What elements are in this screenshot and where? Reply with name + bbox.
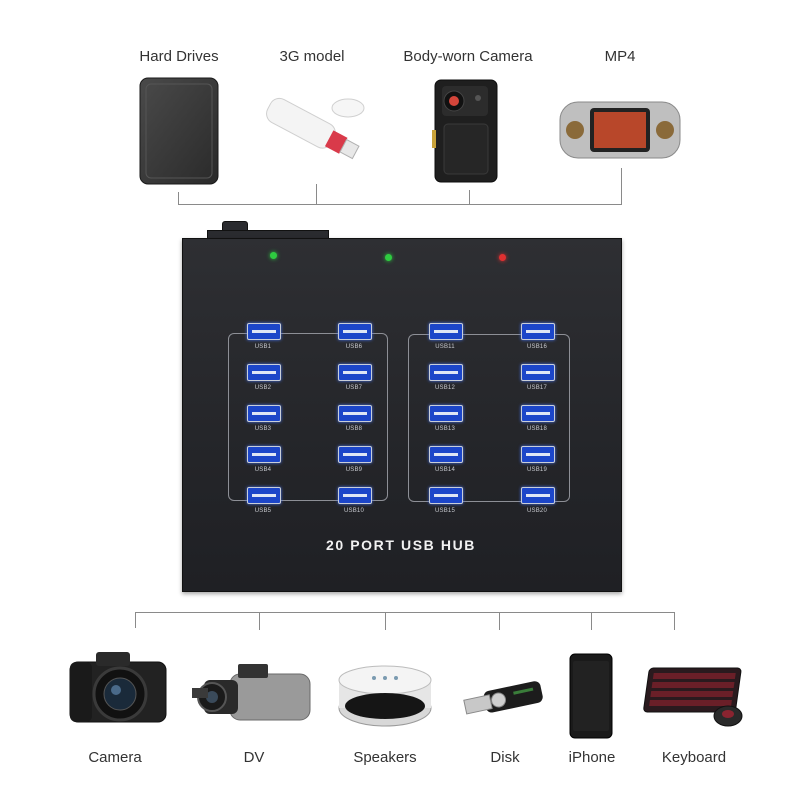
bottom-label-dv: DV — [243, 749, 265, 766]
port-group-left — [228, 333, 388, 501]
usb-port-5 — [247, 487, 281, 504]
usb-port-label: USB6 — [345, 344, 363, 350]
usb-port-label: USB4 — [254, 467, 272, 473]
usb-port-label: USB11 — [435, 344, 455, 350]
speaker-icon — [338, 665, 432, 727]
usb-port-label: USB18 — [526, 426, 547, 432]
top-label-mp4: MP4 — [604, 48, 636, 65]
usb-port-20 — [521, 487, 555, 504]
bottom-connector-stub — [135, 612, 136, 628]
usb-port-14 — [429, 446, 463, 463]
usb-port-label: USB15 — [434, 508, 455, 514]
usb-port-label: USB13 — [434, 426, 455, 432]
port-group-right — [408, 334, 570, 502]
usb-port-2 — [247, 364, 281, 381]
led-indicator-1 — [270, 252, 277, 259]
usb-port-label: USB20 — [526, 508, 547, 514]
top-connector-stub — [621, 168, 622, 205]
top-label-body-camera: Body-worn Camera — [403, 48, 533, 65]
usb-port-8 — [338, 405, 372, 422]
usb-port-4 — [247, 446, 281, 463]
usb-port-18 — [521, 405, 555, 422]
bottom-connector-stub — [259, 612, 260, 630]
usb-port-10 — [338, 487, 372, 504]
led-indicator-3 — [499, 254, 506, 261]
usb-port-16 — [521, 323, 555, 340]
hub-title: 20 PORT USB HUB — [325, 537, 477, 553]
usb-port-19 — [521, 446, 555, 463]
bottom-connector-stub — [674, 612, 675, 630]
usb-port-label: USB16 — [526, 344, 547, 350]
bottom-connector-bus — [135, 612, 675, 613]
usb-modem-icon — [266, 97, 365, 160]
bottom-connector-stub — [591, 612, 592, 630]
usb-port-label: USB2 — [254, 385, 272, 391]
usb-port-3 — [247, 405, 281, 422]
usb-port-label: USB14 — [434, 467, 455, 473]
usb-port-label: USB9 — [345, 467, 363, 473]
usb-port-1 — [247, 323, 281, 340]
top-label-hard-drives: Hard Drives — [139, 48, 219, 65]
bottom-label-iphone: iPhone — [568, 749, 616, 766]
top-connector-bus — [178, 204, 622, 205]
bottom-label-keyboard: Keyboard — [661, 749, 727, 766]
camera-icon — [69, 652, 167, 723]
bottom-label-speakers: Speakers — [353, 749, 417, 766]
usb-port-label: USB5 — [254, 508, 272, 514]
mp4-player-icon — [559, 101, 681, 159]
top-connector-stub — [178, 192, 179, 205]
usb-port-11 — [429, 323, 463, 340]
usb-port-label: USB7 — [345, 385, 363, 391]
bottom-label-camera: Camera — [88, 749, 142, 766]
usb-port-label: USB1 — [254, 344, 272, 350]
usb-port-7 — [338, 364, 372, 381]
bottom-connector-stub — [385, 612, 386, 630]
hard-drive-icon — [139, 77, 219, 185]
usb-port-label: USB8 — [345, 426, 363, 432]
usb-port-12 — [429, 364, 463, 381]
usb-port-label: USB10 — [343, 508, 364, 514]
keyboard-icon — [643, 667, 743, 727]
usb-port-label: USB12 — [434, 385, 455, 391]
top-label-3g-model: 3G model — [279, 48, 345, 65]
led-indicator-2 — [385, 254, 392, 261]
camcorder-icon — [192, 664, 311, 721]
usb-port-9 — [338, 446, 372, 463]
smartphone-icon — [569, 653, 613, 739]
usb-port-label: USB17 — [526, 385, 547, 391]
usb-port-label: USB19 — [526, 467, 547, 473]
body-camera-icon — [432, 79, 498, 183]
usb-port-13 — [429, 405, 463, 422]
usb-port-label: USB3 — [254, 426, 272, 432]
bottom-connector-stub — [499, 612, 500, 630]
bottom-label-disk: Disk — [490, 749, 520, 766]
top-connector-stub — [469, 190, 470, 205]
top-connector-stub — [316, 184, 317, 205]
usb-port-15 — [429, 487, 463, 504]
usb-port-17 — [521, 364, 555, 381]
usb-flash-drive-icon — [463, 681, 543, 715]
usb-port-6 — [338, 323, 372, 340]
